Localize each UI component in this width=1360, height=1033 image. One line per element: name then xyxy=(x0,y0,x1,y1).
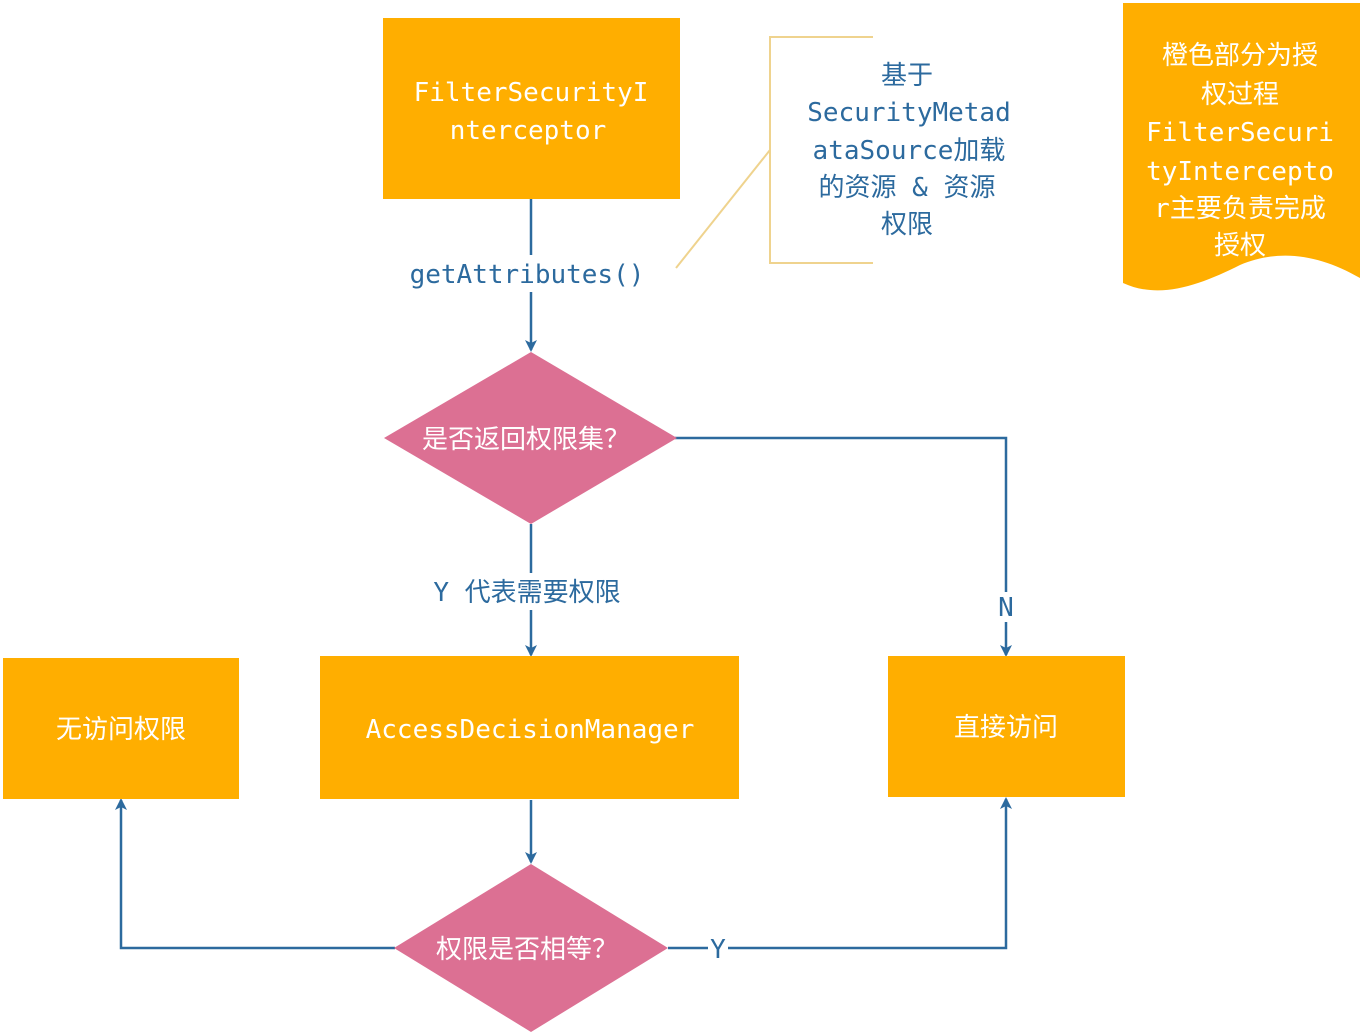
node-label: 是否返回权限集？ xyxy=(422,425,630,455)
legend-note-line: 橙色部分为授 xyxy=(1162,41,1318,71)
edge-not-equal xyxy=(115,798,395,950)
legend-note-line: 权过程 xyxy=(1201,80,1279,110)
node-label-line: nterceptor xyxy=(450,116,607,146)
node-label: 直接访问 xyxy=(954,713,1058,743)
annotation-line: SecurityMetad xyxy=(807,98,1011,128)
annotation-line: 的资源 & 资源 xyxy=(819,173,996,203)
node-label: 无访问权限 xyxy=(56,715,186,745)
node-no-access[interactable]: 无访问权限 xyxy=(3,658,239,799)
node-label-line: FilterSecurityI xyxy=(414,78,649,108)
annotation-line: 权限 xyxy=(881,210,933,240)
edge-label-needs-permission: Y 代表需要权限 xyxy=(433,578,620,608)
edge-no-attributes-upper xyxy=(675,436,1008,592)
edge-label-yes: Y xyxy=(710,935,726,965)
edge-label-get-attributes: getAttributes() xyxy=(410,260,645,290)
node-access-decision-manager[interactable]: AccessDecisionManager xyxy=(320,656,739,799)
legend-note-line: tyIntercepto xyxy=(1146,157,1334,187)
annotation-line: ataSource加载 xyxy=(813,136,1006,166)
node-decision-has-attributes[interactable]: 是否返回权限集？ xyxy=(384,352,677,524)
annotation-line: 基于 xyxy=(881,61,933,91)
legend-note-line: r主要负责完成 xyxy=(1154,194,1326,224)
node-decision-permission-equal[interactable]: 权限是否相等？ xyxy=(394,864,668,1032)
legend-note: 橙色部分为授 权过程 FilterSecuri tyIntercepto r主要… xyxy=(1123,3,1360,291)
legend-note-line: 授权 xyxy=(1214,231,1266,261)
annotation-bracket xyxy=(769,36,873,264)
annotation-leader-line xyxy=(675,149,771,269)
annotation-text: 基于 SecurityMetad ataSource加载 的资源 & 资源 权限 xyxy=(807,61,1011,240)
node-label: AccessDecisionManager xyxy=(366,715,695,745)
legend-note-line: FilterSecuri xyxy=(1146,118,1334,148)
node-filter-security-interceptor[interactable]: FilterSecurityI nterceptor xyxy=(383,18,680,199)
node-direct-access[interactable]: 直接访问 xyxy=(888,656,1125,797)
node-label: 权限是否相等？ xyxy=(436,935,618,965)
edge-label-no: N xyxy=(998,593,1014,623)
edge-equal-right xyxy=(728,797,1012,950)
